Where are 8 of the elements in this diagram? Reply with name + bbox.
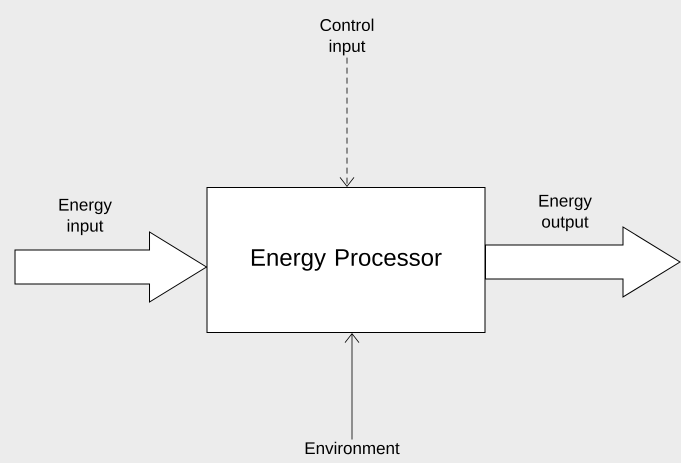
edge-label: Energy output <box>539 194 592 232</box>
arrow <box>340 57 354 187</box>
input-label: Environment <box>306 442 400 454</box>
edge-label: Energy input <box>59 198 112 236</box>
process-box: Energy Processor <box>206 187 486 333</box>
input-label: Control input <box>320 18 374 56</box>
arrow <box>344 332 360 440</box>
arrow <box>485 226 681 298</box>
